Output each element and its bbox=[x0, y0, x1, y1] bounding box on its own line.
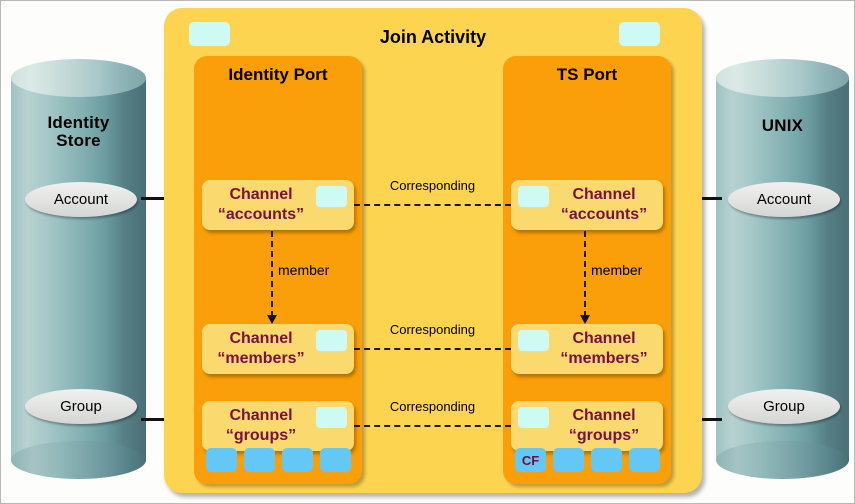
channel-members-identity[interactable]: Channel “members” bbox=[202, 324, 354, 374]
datastore-identity-store: Identity Store Account Group bbox=[11, 59, 146, 479]
channel-members-identity-text: Channel “members” bbox=[202, 329, 354, 368]
channel-accounts-ts-text: Channel “accounts” bbox=[511, 185, 663, 224]
channel-line2: “groups” bbox=[568, 426, 640, 444]
tray-item[interactable] bbox=[244, 448, 275, 472]
member-link-identity-arrow bbox=[267, 315, 277, 324]
channel-accounts-identity[interactable]: Channel “accounts” bbox=[202, 180, 354, 230]
datastore-unix: UNIX Account Group bbox=[716, 59, 849, 479]
channel-line1: Channel bbox=[572, 186, 636, 203]
datastore-label: UNIX bbox=[716, 116, 849, 135]
activity-marker-right-icon bbox=[619, 22, 660, 46]
channel-accounts-ts[interactable]: Channel “accounts” bbox=[511, 180, 663, 230]
datastore-label-line1: UNIX bbox=[761, 116, 804, 135]
corresponding-label-groups: Corresponding bbox=[389, 399, 476, 414]
channel-line1: Channel bbox=[229, 186, 293, 203]
cylinder-bottom bbox=[11, 441, 146, 479]
entity-group[interactable]: Group bbox=[25, 389, 137, 424]
channel-accounts-identity-text: Channel “accounts” bbox=[202, 185, 354, 224]
corresponding-link-groups bbox=[354, 425, 511, 427]
channel-marker-icon bbox=[316, 186, 347, 207]
corresponding-link-members bbox=[354, 348, 511, 350]
channel-groups-identity[interactable]: Channel “groups” bbox=[202, 401, 354, 451]
channel-marker-icon bbox=[518, 186, 549, 207]
corresponding-label-accounts: Corresponding bbox=[389, 178, 476, 193]
channel-members-ts[interactable]: Channel “members” bbox=[511, 324, 663, 374]
cylinder-bottom bbox=[716, 441, 849, 479]
member-link-ts-label: member bbox=[591, 262, 643, 278]
cylinder-top bbox=[716, 59, 849, 97]
channel-line1: Channel bbox=[229, 407, 293, 424]
channel-marker-icon bbox=[518, 330, 549, 351]
channel-marker-icon bbox=[518, 407, 549, 428]
datastore-label: Identity Store bbox=[11, 113, 146, 151]
channel-line2: “members” bbox=[560, 349, 648, 367]
entity-account-label: Account bbox=[756, 191, 812, 208]
channel-line1: Channel bbox=[572, 407, 636, 424]
tray-item[interactable] bbox=[629, 448, 660, 472]
channel-marker-icon bbox=[316, 330, 347, 351]
entity-account[interactable]: Account bbox=[728, 182, 840, 217]
channel-members-ts-text: Channel “members” bbox=[511, 329, 663, 368]
channel-marker-icon bbox=[316, 407, 347, 428]
identity-port-tray bbox=[206, 448, 351, 472]
ts-port-title: TS Port bbox=[556, 65, 618, 84]
corresponding-link-accounts bbox=[354, 204, 511, 206]
channel-groups-ts-text: Channel “groups” bbox=[511, 406, 663, 445]
channel-line2: “accounts” bbox=[560, 205, 648, 223]
channel-groups-ts[interactable]: Channel “groups” bbox=[511, 401, 663, 451]
channel-line2: “accounts” bbox=[217, 205, 305, 223]
entity-group[interactable]: Group bbox=[728, 389, 840, 424]
tray-item[interactable] bbox=[206, 448, 237, 472]
channel-line2: “groups” bbox=[225, 426, 297, 444]
member-link-ts bbox=[584, 231, 586, 317]
datastore-label-line2: Store bbox=[56, 131, 101, 151]
cylinder-top bbox=[11, 59, 146, 97]
entity-account[interactable]: Account bbox=[25, 182, 137, 217]
tray-item-cf[interactable]: CF bbox=[515, 448, 546, 472]
identity-port-panel[interactable]: Identity Port Channel “accounts” Channel… bbox=[194, 56, 362, 484]
channel-line2: “members” bbox=[217, 349, 305, 367]
ts-port-tray: CF bbox=[515, 448, 660, 472]
member-link-identity-label: member bbox=[278, 262, 330, 278]
ts-port-panel[interactable]: TS Port Channel “accounts” Channel “memb… bbox=[503, 56, 671, 484]
channel-line1: Channel bbox=[572, 330, 636, 347]
activity-marker-left-icon bbox=[189, 22, 230, 46]
datastore-label-line1: Identity bbox=[47, 113, 110, 132]
entity-group-label: Group bbox=[60, 398, 102, 415]
tray-item[interactable] bbox=[282, 448, 313, 472]
corresponding-label-members: Corresponding bbox=[389, 322, 476, 337]
channel-line1: Channel bbox=[229, 330, 293, 347]
member-link-ts-arrow bbox=[580, 315, 590, 324]
tray-item[interactable] bbox=[591, 448, 622, 472]
channel-groups-identity-text: Channel “groups” bbox=[202, 406, 354, 445]
entity-group-label: Group bbox=[763, 398, 805, 415]
identity-port-title: Identity Port bbox=[228, 65, 328, 84]
tray-item[interactable] bbox=[553, 448, 584, 472]
member-link-identity bbox=[271, 231, 273, 317]
join-activity-panel: Join Activity Identity Port Channel “acc… bbox=[164, 8, 702, 493]
entity-account-label: Account bbox=[53, 191, 109, 208]
tray-item[interactable] bbox=[320, 448, 351, 472]
join-activity-title: Join Activity bbox=[379, 27, 487, 47]
